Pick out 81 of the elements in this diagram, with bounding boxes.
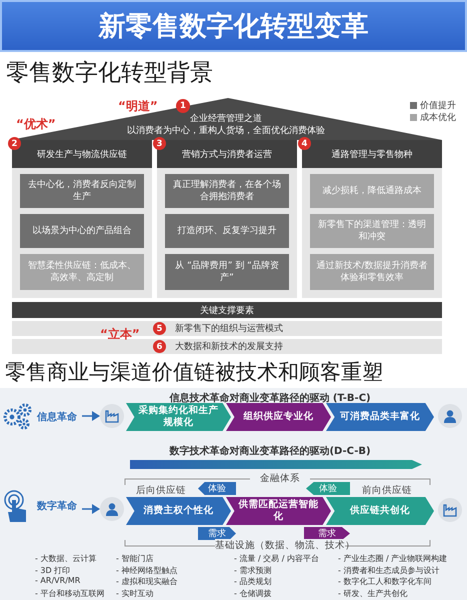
legend-label: 价值提升 bbox=[420, 100, 456, 112]
section-heading: 零售商业与渠道价值链被技术和顾客重塑 bbox=[5, 359, 383, 386]
bullet-item: - 消费者和生态成员参与设计 bbox=[338, 564, 440, 576]
step-text: 供需匹配运营智能化 bbox=[237, 499, 320, 523]
tag-text: 体验 bbox=[208, 482, 226, 495]
chevron-step bbox=[226, 497, 331, 525]
bar-text: 关键支撑要素 bbox=[200, 304, 254, 316]
column-panel bbox=[12, 140, 152, 298]
feature-text: 打造闭环、反复学习提升 bbox=[178, 225, 276, 237]
tag-text: 需求 bbox=[208, 528, 226, 540]
column-panel bbox=[157, 140, 297, 298]
feature-text: 通过新技术/数据提升消费者体验和零售效率 bbox=[316, 260, 428, 284]
number-badge: 1 bbox=[176, 99, 190, 113]
step-text: 采购集约化和生产规模化 bbox=[138, 405, 220, 429]
feature-text: 智慧柔性供应链：低成本、高效率、高定制 bbox=[27, 260, 137, 284]
feature-text: 真正理解消费者，在各个场合拥抱消费者 bbox=[172, 179, 282, 203]
feature-text: 以场景为中心的产品组合 bbox=[32, 225, 132, 237]
bullet-item: - 研发、生产共创化 bbox=[338, 588, 408, 598]
feature-box bbox=[20, 174, 144, 208]
roof-heading: 企业经营管理之道 bbox=[190, 113, 262, 125]
bullet-item: - 实时互动 bbox=[116, 588, 154, 598]
feature-box bbox=[165, 174, 289, 208]
step-text: 可消费品类丰富化 bbox=[340, 411, 420, 423]
number-badge: 2 bbox=[8, 137, 21, 150]
chevron-step bbox=[326, 497, 434, 525]
number-badge: 5 bbox=[153, 322, 166, 335]
bullet-item: - AR/VR/MR bbox=[35, 576, 80, 585]
feature-box bbox=[165, 254, 289, 290]
arrow bbox=[82, 504, 100, 514]
chevron-step bbox=[326, 403, 434, 431]
bullet-item: - 3D 打印 bbox=[35, 564, 70, 576]
row-text: 大数据和新技术的发展支持 bbox=[175, 340, 283, 353]
row-text: 新零售下的组织与运营模式 bbox=[175, 322, 283, 335]
section-heading: 零售数字化转型背景 bbox=[6, 59, 213, 88]
number-badge: 6 bbox=[153, 340, 166, 353]
legend-label: 成本优化 bbox=[420, 112, 456, 124]
chain-label: 前向供应链 bbox=[362, 484, 412, 497]
step-text: 组织供应专业化 bbox=[244, 411, 314, 423]
callout-label: “立本” bbox=[100, 326, 140, 343]
chevron-step bbox=[126, 403, 231, 431]
callout-label: “优术” bbox=[16, 116, 56, 133]
bullet-item: - 品类规划 bbox=[234, 576, 272, 587]
feature-box bbox=[165, 214, 289, 248]
bullet-item: - 智能门店 bbox=[116, 553, 154, 564]
feature-box bbox=[310, 174, 434, 208]
bullet-item: - 虚拟和现实融合 bbox=[116, 576, 178, 587]
bullet-item: - 数字化工人和数字化车间 bbox=[338, 576, 432, 587]
revolution-text: 数字革命 bbox=[37, 499, 77, 513]
bullet-item: - 产业生态圈 / 产业物联网构建 bbox=[338, 553, 448, 564]
chevron-step bbox=[126, 497, 231, 525]
bullet-item: - 仓储调拨 bbox=[234, 588, 272, 598]
path-caption: 数字技术革命对商业变革路径的驱动(D-C-B) bbox=[168, 444, 372, 458]
bullet-item: - 平台和移动互联网 bbox=[35, 588, 104, 598]
feature-text: 从 “品牌费用” 到 “品牌资产” bbox=[174, 260, 280, 284]
callout-label: “明道” bbox=[118, 98, 158, 115]
roof-text: 以消费者为中心，重构人货场，全面优化消费体验 bbox=[127, 125, 325, 137]
bullet-item: - 大数据、云计算 bbox=[35, 553, 96, 564]
bullet-item: - 神经网络型触点 bbox=[116, 564, 178, 576]
path-caption: 信息技术革命对商业变革路径的驱动 (T-B-C) bbox=[168, 391, 372, 405]
step-text: 消费主权个性化 bbox=[144, 505, 214, 517]
title-banner: 新零售数字化转型变革 bbox=[0, 0, 467, 52]
chain-label: 后向供应链 bbox=[136, 484, 186, 497]
revolution-text: 信息革命 bbox=[37, 410, 77, 424]
header-bar bbox=[12, 302, 442, 318]
support-row bbox=[12, 339, 442, 354]
feature-box bbox=[310, 214, 434, 248]
feature-box bbox=[310, 254, 434, 290]
feature-box bbox=[20, 254, 144, 290]
feature-text: 新零售下的渠道管理：透明和冲突 bbox=[317, 219, 427, 243]
column-panel bbox=[302, 140, 442, 298]
bullet-item: - 流量 / 交易 / 内容平台 bbox=[234, 553, 319, 564]
feature-text: 减少损耗，降低通路成本 bbox=[322, 185, 422, 197]
arrow-tag bbox=[306, 482, 350, 495]
arrow bbox=[82, 411, 100, 421]
feature-text: 去中心化，消费者反向定制生产 bbox=[27, 179, 137, 203]
chevron-step bbox=[226, 403, 331, 431]
feature-box bbox=[20, 214, 144, 248]
tag-text: 需求 bbox=[318, 528, 336, 540]
bullet-item: - 需求预测 bbox=[234, 564, 272, 576]
step-text: 供应链共创化 bbox=[350, 505, 410, 517]
tag-text: 体验 bbox=[319, 482, 337, 495]
